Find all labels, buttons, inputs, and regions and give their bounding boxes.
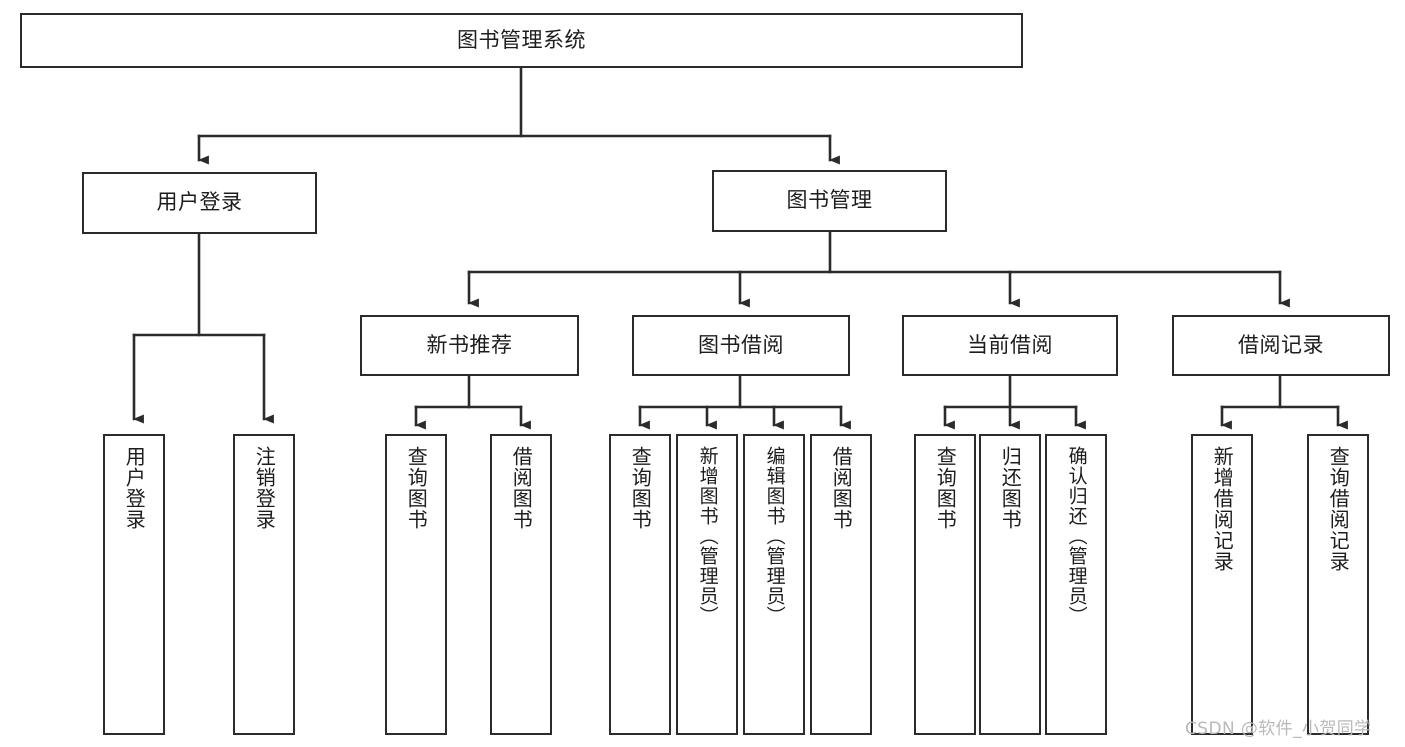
leaf-user-login[interactable]: 用户登录 [103,434,165,735]
node-label: 用户登录 [156,190,243,215]
node-label: 图书管理系统 [457,27,586,52]
node-label: 图书借阅 [698,332,784,357]
node-book-management[interactable]: 图书管理 [712,170,947,232]
leaf-add-borrow-record[interactable]: 新增借阅记录 [1191,434,1253,735]
node-label: 查询图书 [628,446,653,530]
node-label: 归还图书 [998,446,1023,530]
node-label: 确认归还（管理员） [1065,446,1088,626]
node-label: 查询图书 [404,446,429,530]
leaf-query-book-borrow[interactable]: 查询图书 [609,434,671,735]
node-new-book-recommend[interactable]: 新书推荐 [360,315,579,376]
node-label: 查询借阅记录 [1326,446,1351,572]
node-label: 图书管理 [786,188,873,213]
node-book-borrow[interactable]: 图书借阅 [632,315,850,376]
node-root-system[interactable]: 图书管理系统 [20,13,1023,68]
node-label: 编辑图书（管理员） [763,446,786,626]
leaf-return-book[interactable]: 归还图书 [979,434,1041,735]
leaf-edit-book-admin[interactable]: 编辑图书（管理员） [743,434,805,735]
node-label: 借阅记录 [1238,332,1324,357]
leaf-query-borrow-record[interactable]: 查询借阅记录 [1307,434,1369,735]
leaf-borrow-book-recommend[interactable]: 借阅图书 [490,434,552,735]
node-label: 当前借阅 [967,332,1053,357]
node-current-borrow[interactable]: 当前借阅 [902,315,1118,376]
node-label: 查询图书 [933,446,958,530]
leaf-borrow-book[interactable]: 借阅图书 [810,434,872,735]
leaf-confirm-return-admin[interactable]: 确认归还（管理员） [1045,434,1107,735]
node-label: 新书推荐 [426,332,513,357]
node-user-login[interactable]: 用户登录 [82,172,317,234]
leaf-add-book-admin[interactable]: 新增图书（管理员） [676,434,738,735]
node-borrow-record[interactable]: 借阅记录 [1172,315,1390,376]
leaf-query-book-recommend[interactable]: 查询图书 [385,434,447,735]
node-label: 新增借阅记录 [1210,446,1235,572]
node-label: 借阅图书 [509,446,534,530]
node-label: 新增图书（管理员） [696,446,719,626]
node-label: 用户登录 [122,446,147,530]
leaf-logout[interactable]: 注销登录 [233,434,295,735]
node-label: 借阅图书 [829,446,854,530]
watermark-text: CSDN @软件_小贺同学 [1185,719,1372,739]
leaf-query-book-current[interactable]: 查询图书 [914,434,976,735]
node-label: 注销登录 [252,446,277,530]
